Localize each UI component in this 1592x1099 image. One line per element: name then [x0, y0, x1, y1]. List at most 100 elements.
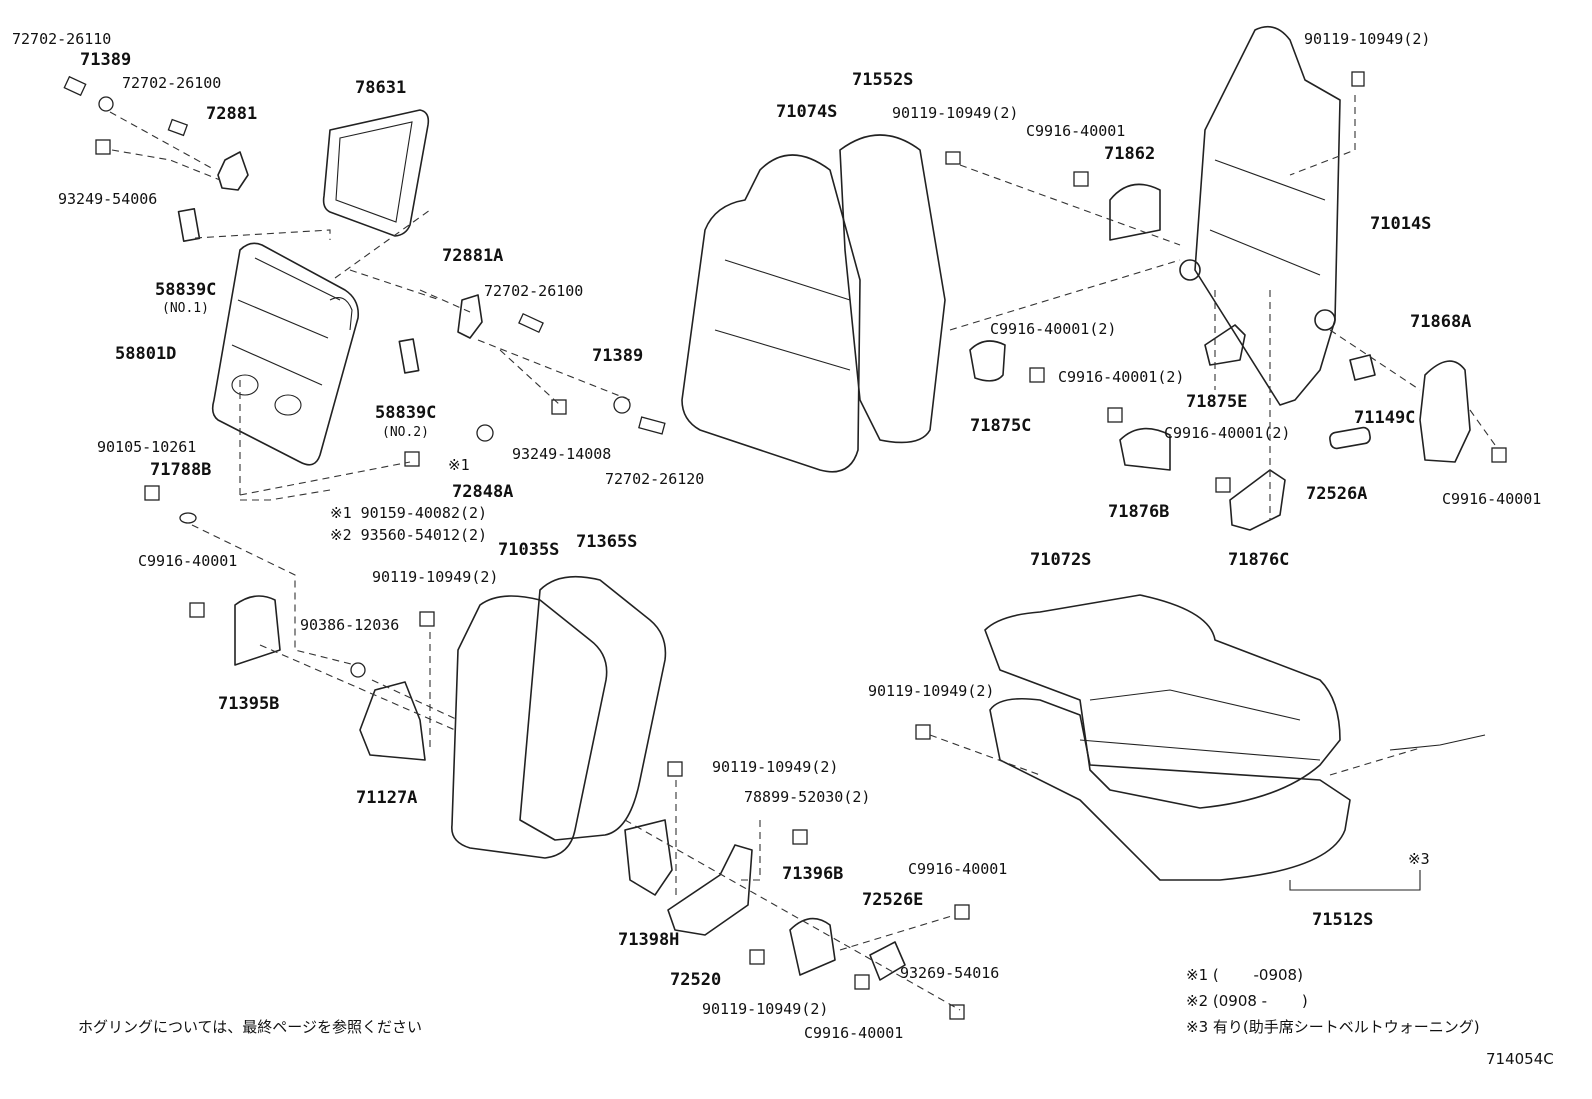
bolt-90119-10949-e [915, 724, 931, 740]
legend-note-3: ※3 有り(助手席シートベルトウォーニング) [1186, 1018, 1480, 1036]
label-71396B: 71396B [782, 864, 844, 884]
cover-71395B [234, 595, 281, 666]
bolt-90105-10261 [144, 485, 160, 501]
label-58839C-no2: 58839C [375, 403, 437, 423]
label-72702-26110: 72702-26110 [12, 30, 112, 48]
bolt-C9916-40001-2b [1107, 407, 1123, 423]
label-C9916-40001-e: C9916-40001 [804, 1024, 904, 1042]
seat-back-71365S [519, 575, 667, 841]
label-71149C: 71149C [1354, 408, 1416, 428]
cover-71396B [789, 917, 836, 976]
clip-71149C [1349, 354, 1376, 381]
drawing-number: 714054C [1486, 1050, 1554, 1068]
label-90119-10949-a: 90119-10949(2) [1304, 30, 1431, 48]
hinge-72520 [667, 844, 753, 936]
legend-note-1: ※1 ( -0908) [1186, 966, 1303, 984]
label-71862: 71862 [1104, 144, 1156, 164]
label-71014S: 71014S [1370, 214, 1432, 234]
label-90119-10949-f: 90119-10949(2) [702, 1000, 829, 1018]
label-72881: 72881 [206, 104, 258, 124]
bolt-72702-26120 [638, 416, 666, 435]
legend-note-2: ※2 (0908 - ) [1186, 992, 1308, 1010]
label-93269-54016: 93269-54016 [900, 964, 1000, 982]
seatbelt-warning-harness [1389, 734, 1486, 751]
seat-cushion-pad-71512S [989, 697, 1351, 881]
label-71875C: 71875C [970, 416, 1032, 436]
bracket-71875E [1204, 324, 1246, 366]
bolt-C9916-40001-e [854, 974, 870, 990]
label-58839C-no1-sub: (NO.1) [162, 301, 209, 316]
label-C9916-40001-a: C9916-40001 [1026, 122, 1126, 140]
label-C9916-40001-2a: C9916-40001(2) [990, 320, 1117, 338]
label-90119-10949-d: 90119-10949(2) [712, 758, 839, 776]
label-78899-52030: 78899-52030(2) [744, 788, 871, 806]
label-93249-54006: 93249-54006 [58, 190, 158, 208]
bolt-C9916-40001-d [954, 904, 970, 920]
bolt-90159-40082 [404, 451, 420, 467]
label-72702-26100-b: 72702-26100 [484, 282, 584, 300]
label-71512S: 71512S [1312, 910, 1374, 930]
seat-back-71035S [451, 595, 608, 859]
headrest-frame-78631 [322, 109, 430, 237]
trim-72526E [869, 941, 906, 981]
label-90119-10949-c: 90119-10949(2) [372, 568, 499, 586]
bolt-90386-12036 [350, 662, 366, 678]
bolt-90119-10949-c [419, 611, 435, 627]
label-72702-26100-a: 72702-26100 [122, 74, 222, 92]
label-71398H: 71398H [618, 930, 680, 950]
bolt-72702-26100-a [167, 118, 189, 137]
label-71035S: 71035S [498, 540, 560, 560]
bracket-71876C [1229, 469, 1286, 531]
bolt-90119-10949-b [945, 151, 961, 165]
label-71395B: 71395B [218, 694, 280, 714]
label-71127A: 71127A [356, 788, 418, 808]
cover-71876B [1119, 427, 1171, 471]
seat-back-frame-71014S [1179, 25, 1341, 406]
bolt-90119-10949-d [667, 761, 683, 777]
label-C9916-40001-2c: C9916-40001(2) [1164, 424, 1291, 442]
label-mark-3: ※3 [1408, 850, 1430, 868]
bracket-72881 [217, 151, 249, 191]
label-71876C: 71876C [1228, 550, 1290, 570]
label-90159-40082: ※1 90159-40082(2) [330, 504, 488, 522]
bolt-72702-26110 [63, 75, 114, 112]
ring-71788B [179, 512, 197, 524]
label-72881A: 72881A [442, 246, 504, 266]
bolt-C9916-40001-2a [1029, 367, 1045, 383]
pad-58839C-no2 [398, 338, 420, 374]
label-71875E: 71875E [1186, 392, 1248, 412]
label-78631: 78631 [355, 78, 407, 98]
label-93249-14008: 93249-14008 [512, 445, 612, 463]
label-58839C-no2-sub: (NO.2) [382, 425, 429, 440]
label-72526E: 72526E [862, 890, 924, 910]
seat-back-cover-71074S [681, 154, 861, 473]
label-C9916-40001-d: C9916-40001 [908, 860, 1008, 878]
bolt-C9916-40001-a [1073, 171, 1089, 187]
label-93560-54012: ※2 93560-54012(2) [330, 526, 488, 544]
bracket-71127A [359, 681, 426, 761]
bolt-90119-10949-f [749, 949, 765, 965]
label-58801D: 58801D [115, 344, 177, 364]
label-90386-12036: 90386-12036 [300, 616, 400, 634]
label-71389-b: 71389 [592, 346, 644, 366]
bolt-93249-54006 [95, 139, 111, 155]
bolt-C9916-40001-2c [1215, 477, 1231, 493]
cover-71875C [969, 340, 1006, 382]
pad-58839C-no1 [177, 208, 201, 242]
seat-back-58801D [211, 242, 360, 466]
label-90105-10261: 90105-10261 [97, 438, 197, 456]
label-58839C-no1: 58839C [155, 280, 217, 300]
label-90119-10949-e: 90119-10949(2) [868, 682, 995, 700]
label-71389-a: 71389 [80, 50, 132, 70]
label-71868A: 71868A [1410, 312, 1472, 332]
bolt-71389-b [613, 396, 631, 414]
label-71876B: 71876B [1108, 502, 1170, 522]
label-C9916-40001-b: C9916-40001 [1442, 490, 1542, 508]
cover-71868A [1419, 360, 1471, 463]
label-72848A: 72848A [452, 482, 514, 502]
bolt-C9916-40001-b [1491, 447, 1507, 463]
bracket-72881A [457, 294, 483, 339]
hog-ring-note: ホグリングについては、最終ページを参照ください [78, 1018, 422, 1036]
